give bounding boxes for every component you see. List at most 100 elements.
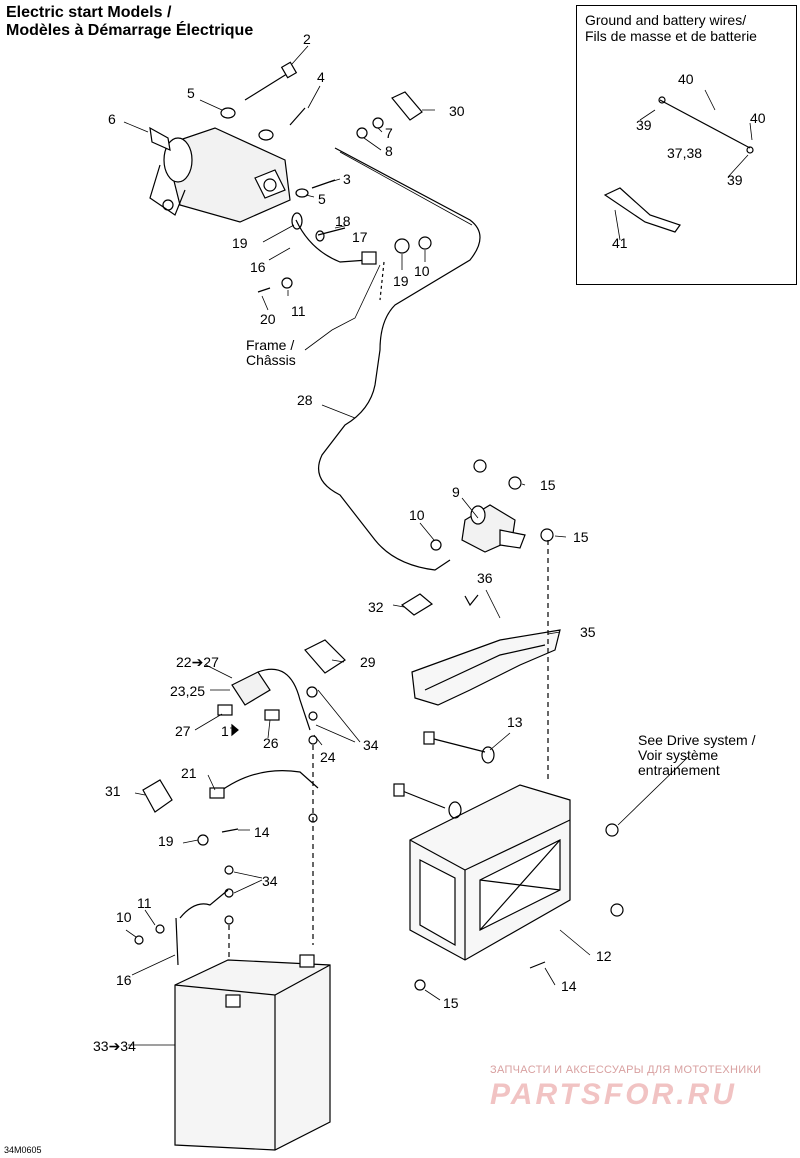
starter-motor: [149, 126, 291, 223]
callout-28: 28: [297, 392, 313, 408]
title-english: Electric start Models /: [6, 4, 172, 21]
watermark-tagline: ЗАПЧАСТИ И АКСЕССУАРЫ ДЛЯ МОТОТЕХНИКИ: [490, 1064, 762, 1076]
callout-10b: 10: [409, 507, 425, 523]
frame-note-french: Châssis: [246, 352, 296, 368]
bracket-35: [411, 629, 561, 706]
callout-16b: 16: [116, 972, 132, 988]
nut-19: [394, 238, 410, 254]
callout-15b: 15: [573, 529, 589, 545]
callout-10c: 10: [116, 909, 132, 925]
cover-31: [142, 779, 173, 813]
nut-15-bottom: [414, 979, 426, 991]
bolt-13: [429, 737, 486, 753]
callout-14: 14: [254, 824, 270, 840]
callout-17: 17: [352, 229, 368, 245]
callout-36: 36: [477, 570, 493, 586]
callout-34: 34: [363, 737, 379, 753]
callout-31: 31: [105, 783, 121, 799]
callout-34b: 34: [262, 873, 278, 889]
callout-24: 24: [320, 749, 336, 765]
drive-note-english: See Drive system /: [638, 732, 756, 748]
drive-note-french: Voir système: [638, 747, 719, 763]
frame-note: Frame / Châssis: [246, 338, 296, 368]
callout-7: 7: [385, 125, 393, 141]
inset-callout-39b: 39: [727, 172, 743, 188]
cable-21: [217, 770, 319, 794]
inset-title-english: Ground and battery wires/: [585, 12, 747, 28]
inset-callout-40b: 40: [750, 110, 766, 126]
callout-8: 8: [385, 143, 393, 159]
callout-14b: 14: [561, 978, 577, 994]
callout-11b: 11: [137, 895, 152, 911]
callout-12: 12: [596, 948, 612, 964]
cable-16-lower: [179, 889, 229, 919]
bolt-20: [257, 287, 271, 293]
callout-4: 4: [317, 69, 325, 85]
inset-callout-40: 40: [678, 71, 694, 87]
bolt-4: [289, 107, 306, 126]
drawing-code: 34M0605: [4, 1145, 42, 1155]
callout-9: 9: [452, 484, 460, 500]
nut-7: [372, 117, 384, 129]
bolt-14: [529, 961, 546, 969]
callout-20: 20: [260, 311, 276, 327]
title-french: Modèles à Démarrage Électrique: [6, 22, 254, 39]
callout-22-27: 22➔27: [176, 654, 219, 670]
callout-19c: 19: [158, 833, 174, 849]
callout-32: 32: [368, 599, 384, 615]
callout-27: 27: [175, 723, 191, 739]
frame-note-english: Frame /: [246, 337, 295, 353]
callout-13: 13: [507, 714, 523, 730]
washer-11: [281, 277, 293, 289]
callout-19b: 19: [393, 273, 409, 289]
nut-10: [418, 236, 432, 250]
starter-cable: [295, 219, 369, 263]
callout-26: 26: [263, 735, 279, 751]
callout-3: 3: [343, 171, 351, 187]
callout-labels: 2 4 5 6 30 7 8 3 5 18 17 19 16 19 10 11 …: [93, 31, 766, 1054]
callout-21: 21: [181, 765, 197, 781]
inset-title: Ground and battery wires/ Fils de masse …: [585, 12, 757, 44]
callout-33-34: 33➔34: [93, 1038, 136, 1054]
callout-18: 18: [335, 213, 351, 229]
fuse-holder: [217, 668, 311, 737]
boot-30: [391, 91, 423, 121]
inset-callout-37-38: 37,38: [667, 145, 702, 161]
watermark-logo: PARTSFOR.RU: [490, 1078, 737, 1111]
ground-cable-28: [318, 147, 481, 571]
inset-callout-39: 39: [636, 117, 652, 133]
callout-35: 35: [580, 624, 596, 640]
battery-tray-12: [409, 784, 571, 961]
callout-11: 11: [291, 303, 306, 319]
cap-29: [304, 639, 346, 674]
clip-36: [464, 594, 479, 607]
diagram-artwork: [123, 45, 754, 1151]
inset-callout-41: 41: [612, 235, 628, 251]
callout-5b: 5: [318, 191, 326, 207]
callout-1: 1: [221, 723, 229, 739]
washer-5: [220, 107, 236, 119]
crimp-tool-41: [603, 187, 681, 233]
ground-wire-37-38: [659, 99, 751, 149]
inset-title-french: Fils de masse et de batterie: [585, 28, 757, 44]
boot-32: [400, 593, 434, 616]
ground-battery-inset-box: [576, 5, 797, 285]
diagram-title: Electric start Models / Modèles à Démarr…: [6, 4, 253, 40]
callout-16: 16: [250, 259, 266, 275]
callout-6: 6: [108, 111, 116, 127]
callout-5: 5: [187, 85, 195, 101]
solenoid-9: [461, 504, 526, 553]
battery-33: [174, 954, 331, 1151]
washer-8: [356, 127, 368, 139]
bolt-2: [244, 71, 291, 101]
callout-19: 19: [232, 235, 248, 251]
drive-system-note: See Drive system / Voir système entraine…: [638, 733, 755, 778]
callout-2: 2: [303, 31, 311, 47]
callout-29: 29: [360, 654, 376, 670]
callout-10: 10: [414, 263, 430, 279]
callout-30: 30: [449, 103, 465, 119]
callout-15: 15: [540, 477, 556, 493]
nut-solenoid-top: [473, 459, 487, 473]
callout-15c: 15: [443, 995, 459, 1011]
